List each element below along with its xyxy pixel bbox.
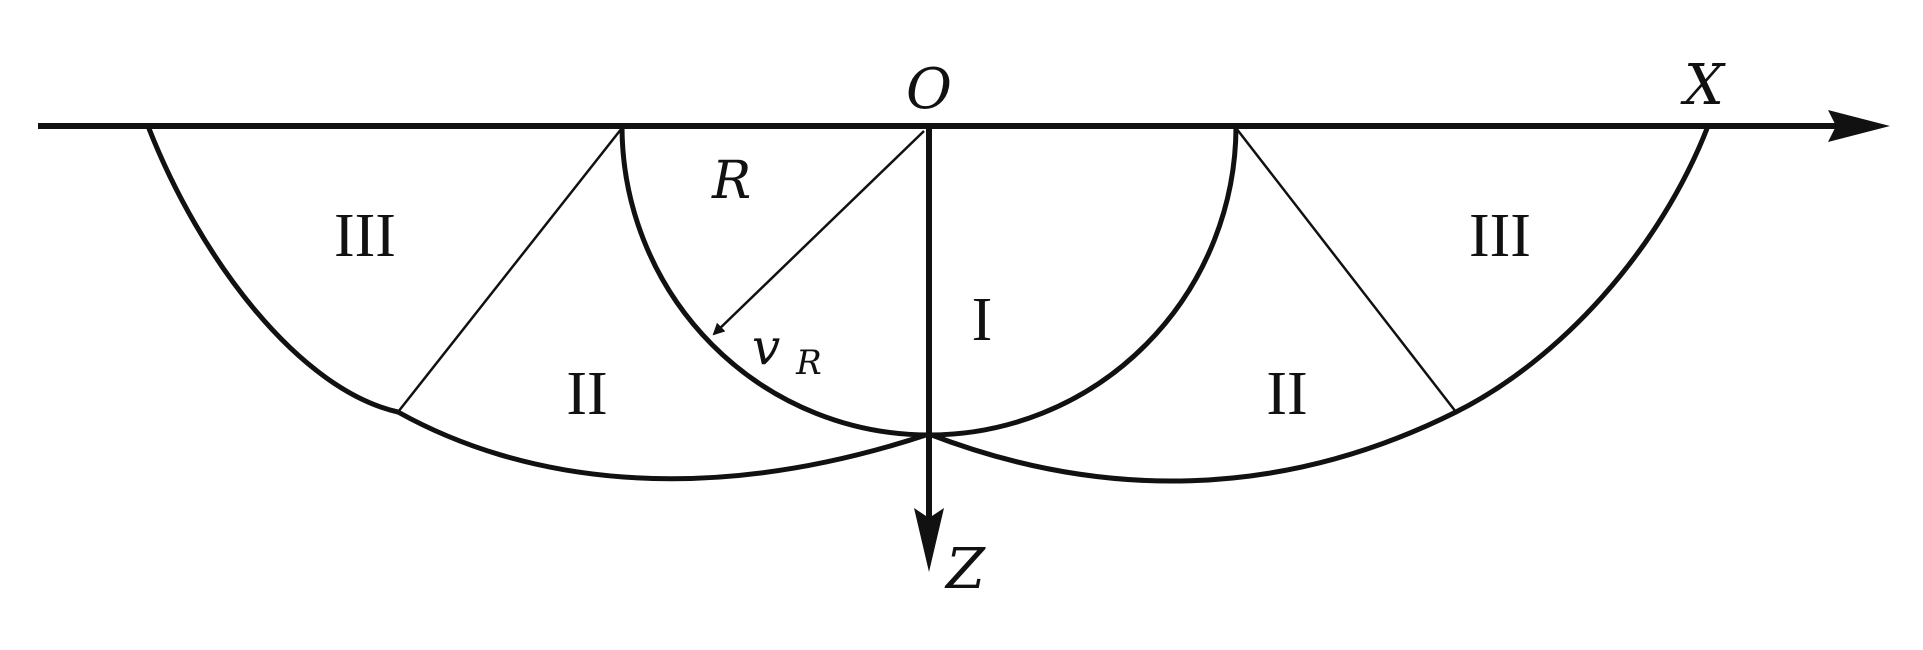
zone-1-label: I — [972, 286, 993, 354]
x-axis-arrowhead — [1828, 110, 1890, 142]
zone-2-left-label: II — [566, 360, 607, 428]
z-axis-label: Z — [944, 537, 986, 602]
origin-label: O — [906, 57, 952, 122]
left-outer-arc — [145, 125, 930, 482]
zone-2-right-label: II — [1266, 360, 1307, 428]
zone-3-right-label: III — [1469, 202, 1531, 270]
radius-label: R — [711, 151, 751, 211]
velocity-arrow — [712, 130, 925, 336]
right-zone-divider — [1235, 127, 1457, 413]
velocity-label-subscript: R — [795, 343, 822, 383]
zone-3-left-label: III — [334, 202, 396, 270]
velocity-label: v R — [752, 318, 822, 383]
x-axis — [38, 110, 1890, 142]
velocity-label-main: v — [752, 318, 780, 376]
z-axis — [914, 126, 944, 572]
z-axis-arrowhead — [914, 508, 944, 572]
right-outer-arc — [928, 125, 1711, 484]
x-axis-label: X — [1680, 53, 1726, 118]
left-zone-divider — [397, 127, 623, 413]
